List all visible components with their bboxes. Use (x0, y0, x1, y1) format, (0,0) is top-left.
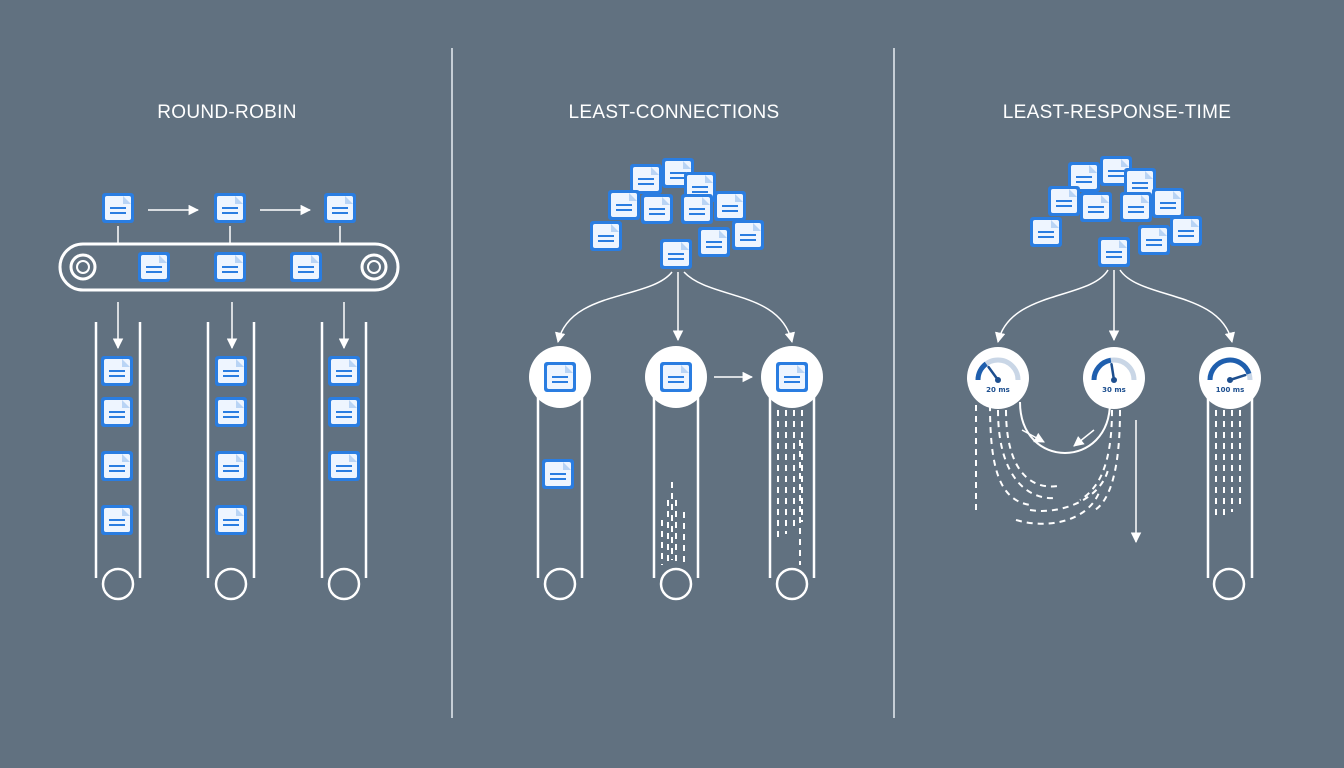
document-icon (289, 251, 323, 283)
server-icon (94, 322, 142, 601)
document-icon (1029, 216, 1063, 248)
gauge-hub (1111, 377, 1117, 383)
document-icon (1079, 191, 1113, 223)
arrow-icon (555, 271, 673, 344)
document-icon (214, 450, 248, 482)
gauge-hub (1227, 377, 1233, 383)
document-icon (323, 192, 357, 224)
arrow-icon (1119, 269, 1235, 344)
server-icon (320, 322, 368, 601)
document-icon (327, 355, 361, 387)
response-dash (1079, 409, 1113, 501)
least-response-time-panel (995, 269, 1254, 601)
flow-arrow (1019, 401, 1111, 454)
document-icon (1137, 224, 1171, 256)
document-icon (659, 238, 693, 270)
arrow-icon (1021, 429, 1045, 443)
document-icon (214, 355, 248, 387)
document-icon (213, 251, 247, 283)
document-icon (100, 504, 134, 536)
document-icon (659, 361, 693, 393)
document-icon (640, 193, 674, 225)
gauge-icon: 30 ms (1083, 347, 1145, 409)
document-icon (1047, 185, 1081, 217)
gauge-hub (995, 377, 1001, 383)
least-connections-title: LEAST-CONNECTIONS (569, 102, 780, 123)
server-icon (652, 392, 700, 601)
response-dash (1015, 489, 1101, 525)
document-icon (327, 450, 361, 482)
document-icon (101, 192, 135, 224)
document-icon (1151, 187, 1185, 219)
document-icon (589, 220, 623, 252)
gauge-fill (975, 361, 988, 381)
document-icon (629, 163, 663, 195)
document-icon (543, 361, 577, 393)
gauge-fill (1091, 357, 1112, 381)
connection-stream (661, 410, 803, 565)
arrow-icon (1073, 429, 1095, 447)
response-dash (1094, 409, 1121, 511)
server-icon (768, 392, 816, 601)
arrow-icon (683, 271, 795, 344)
least-response-time-title: LEAST-RESPONSE-TIME (1003, 102, 1231, 123)
document-icon (1097, 236, 1131, 268)
conveyor-roller-icon (69, 253, 97, 281)
document-icon (680, 193, 714, 225)
least-connections-panel (536, 271, 816, 601)
least-connections-nodes (529, 346, 823, 490)
document-icon (137, 251, 171, 283)
round-robin-panel (58, 204, 400, 601)
document-icon (1119, 191, 1153, 223)
response-dash (989, 404, 1031, 506)
document-icon (100, 396, 134, 428)
document-icon (214, 504, 248, 536)
gauge-label: 100 ms (1216, 386, 1245, 394)
gauges: 20 ms 30 ms 100 ms (967, 347, 1261, 409)
round-robin-title: ROUND-ROBIN (157, 102, 296, 123)
document-icon (213, 192, 247, 224)
document-icon (731, 219, 765, 251)
server-icon (206, 322, 256, 601)
document-icon (100, 355, 134, 387)
least-connections-documents-cluster (589, 157, 765, 270)
gauge-label: 30 ms (1102, 386, 1126, 394)
gauge-icon: 20 ms (967, 347, 1029, 409)
server-icon (536, 392, 584, 601)
document-icon (327, 396, 361, 428)
least-response-time-documents-cluster (1029, 155, 1203, 268)
document-icon (697, 226, 731, 258)
document-icon (713, 190, 747, 222)
document-icon (775, 361, 809, 393)
server-icon (1206, 392, 1254, 601)
document-icon (100, 450, 134, 482)
document-icon (541, 458, 575, 490)
conveyor-belt (58, 242, 400, 292)
conveyor-roller-icon (360, 253, 388, 281)
gauge-fill (1207, 357, 1252, 381)
document-icon (1169, 215, 1203, 247)
gauge-icon: 100 ms (1199, 347, 1261, 409)
document-icon (214, 396, 248, 428)
response-dash (1029, 469, 1109, 512)
document-icon (607, 189, 641, 221)
gauge-label: 20 ms (986, 386, 1010, 394)
arrow-icon (995, 269, 1109, 344)
response-stream (975, 404, 1241, 525)
